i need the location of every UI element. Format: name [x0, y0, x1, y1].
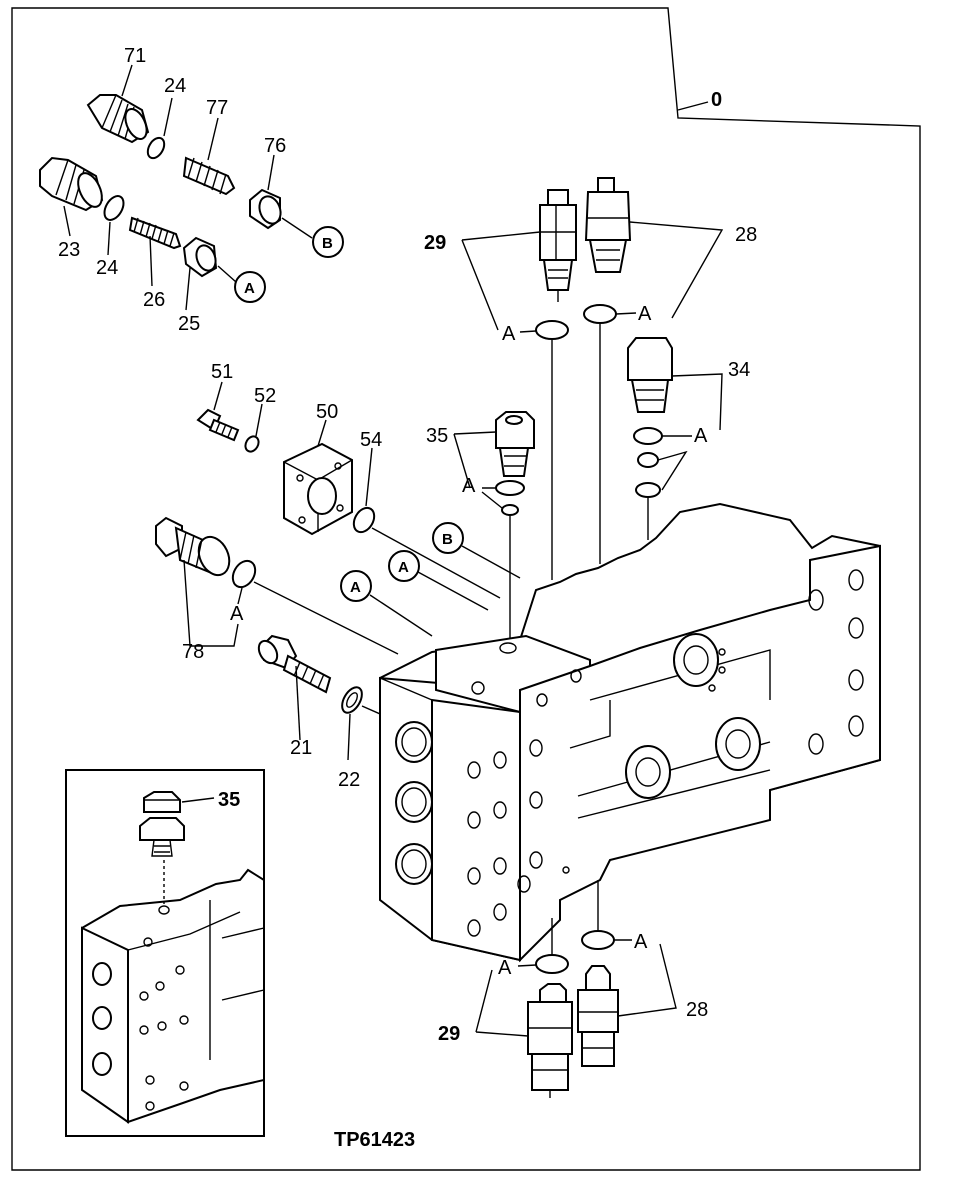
part-29-valve-bot — [527, 983, 573, 1098]
part-21-bolt — [257, 634, 332, 694]
callout-77: 77 — [206, 97, 228, 119]
callout-76: 76 — [264, 135, 286, 157]
inset-valve-body — [81, 868, 265, 1124]
part-24-oring-top — [146, 136, 166, 160]
callout-28-bot: 28 — [686, 999, 708, 1021]
part-77-spring — [182, 156, 236, 196]
part-28-valve-bot — [577, 965, 619, 1067]
seal-28-bot — [581, 930, 615, 950]
ref-circle-a1: A — [234, 271, 266, 303]
inset-plug-35 — [139, 791, 185, 857]
ref-circle-b1: B — [312, 226, 344, 258]
seal-35-a — [495, 480, 525, 496]
svg-text:B: B — [442, 531, 453, 548]
seal-marker-35: A — [462, 475, 476, 497]
callout-52: 52 — [254, 385, 276, 407]
part-26-spring — [128, 216, 182, 250]
part-76-seat — [249, 188, 282, 230]
part-51-bolt — [196, 408, 240, 442]
callout-71: 71 — [124, 45, 146, 67]
frame-label: 0 — [711, 89, 722, 111]
seal-28-top — [583, 304, 617, 324]
svg-text:A: A — [244, 280, 255, 297]
seal-marker-34: A — [694, 425, 708, 447]
svg-text:B: B — [322, 235, 333, 252]
callout-21: 21 — [290, 737, 312, 759]
callout-50: 50 — [316, 401, 338, 423]
part-78-relief — [155, 516, 231, 577]
callout-35: 35 — [426, 425, 448, 447]
callout-26: 26 — [143, 289, 165, 311]
frame-leader — [677, 101, 709, 111]
part-35-plug — [495, 411, 535, 477]
callout-29-bot: 29 — [438, 1023, 460, 1045]
figure-code: TP61423 — [334, 1129, 415, 1151]
ref-circle-b2: B — [432, 522, 464, 554]
part-23-housing — [39, 156, 104, 212]
seal-34-b — [637, 452, 659, 468]
callout-22: 22 — [338, 769, 360, 791]
outer-frame — [11, 7, 921, 1171]
seal-34-a — [633, 427, 663, 445]
part-34-plug — [627, 337, 673, 413]
callout-35-inset: 35 — [218, 789, 240, 811]
part-29-valve-top — [539, 189, 577, 302]
callout-51: 51 — [211, 361, 233, 383]
callout-54: 54 — [360, 429, 382, 451]
part-25-seat — [182, 236, 218, 278]
valve-body — [379, 502, 881, 963]
part-22-oring — [341, 686, 363, 714]
seal-29-top — [535, 320, 569, 340]
seal-marker-29-top: A — [502, 323, 516, 345]
callout-34: 34 — [728, 359, 750, 381]
callout-28-top: 28 — [735, 224, 757, 246]
part-54-oring — [352, 506, 376, 534]
seal-marker-28-bot: A — [634, 931, 648, 953]
seal-29-bot — [535, 954, 569, 974]
svg-text:A: A — [398, 559, 409, 576]
seal-marker-29-bot: A — [498, 957, 512, 979]
ref-circle-a3: A — [388, 550, 420, 582]
callout-24-low: 24 — [96, 257, 118, 279]
part-52-washer — [244, 435, 260, 453]
seal-35-b — [501, 504, 519, 516]
seal-marker-78: A — [230, 603, 244, 625]
seal-34-c — [635, 482, 661, 498]
callout-24-top: 24 — [164, 75, 186, 97]
callout-23: 23 — [58, 239, 80, 261]
seal-marker-28-top: A — [638, 303, 652, 325]
callout-78: 78 — [182, 641, 204, 663]
callout-29-top: 29 — [424, 232, 446, 254]
part-71-plug — [86, 94, 150, 144]
seal-78 — [231, 559, 257, 589]
part-28-valve-top — [584, 177, 632, 273]
part-50-flange — [283, 442, 353, 536]
svg-text:A: A — [350, 579, 361, 596]
callout-25: 25 — [178, 313, 200, 335]
part-24-oring-low — [103, 195, 125, 221]
ref-circle-a2: A — [340, 570, 372, 602]
